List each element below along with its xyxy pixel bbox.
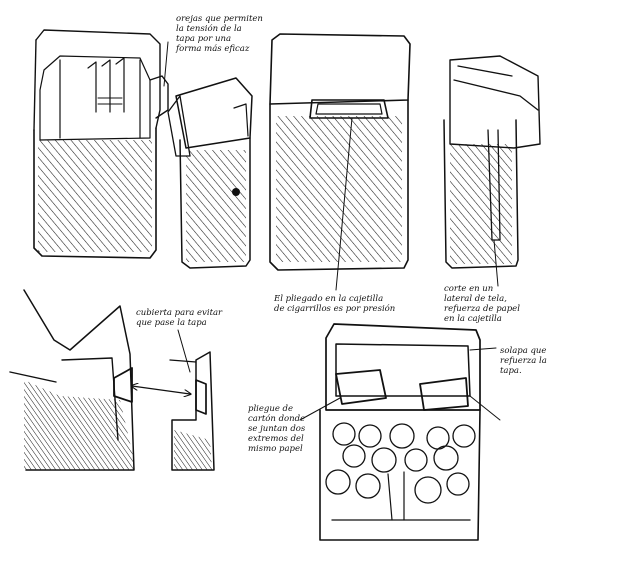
leader-line-bottom-right — [470, 348, 496, 350]
annotation-top-center: El pliegado en la cajetilla de cigarrill… — [274, 294, 414, 314]
pack-closed-front-sketch — [270, 34, 410, 290]
leader-line-top-left — [164, 42, 168, 86]
leader-line-bottom-left — [178, 330, 190, 372]
pack-open-top-sketch — [300, 324, 500, 540]
pack-side-lid-sketch — [164, 42, 252, 268]
side-punch-mark — [232, 188, 240, 196]
side-hatching — [186, 150, 246, 262]
annotation-top-left: orejas que permiten la tensión de la tap… — [176, 14, 286, 54]
annotation-bottom-center: pliegue de cartón donde se juntan dos ex… — [248, 404, 318, 454]
annotation-bottom-left: cubierta para evitar que pase la tapa — [136, 308, 276, 328]
detail-hatching-right — [174, 430, 212, 470]
leader-line-bottom-right-2 — [470, 396, 500, 420]
pack-front-hatching — [38, 140, 152, 252]
pack-open-front-sketch — [34, 30, 168, 258]
annotation-bottom-right: solapa que refuerza la tapa. — [500, 346, 580, 376]
annotation-top-right: corte en un lateral de tela, refuerza de… — [444, 284, 564, 324]
cigarette-ends-group — [326, 423, 475, 503]
closed-front-hatching — [276, 116, 402, 262]
right-side-hatching — [450, 144, 512, 264]
tab-connection-arrow — [132, 386, 190, 394]
pack-right-side-sketch — [444, 56, 540, 286]
